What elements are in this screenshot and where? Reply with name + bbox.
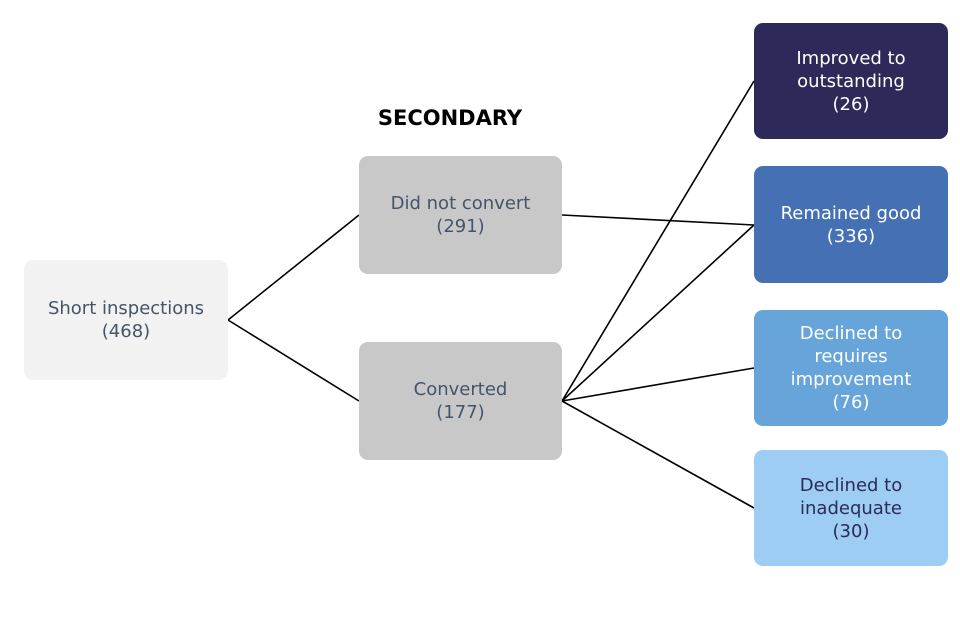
node-label-line-2: inadequate [800,497,902,519]
node-label: Short inspections [47,298,205,319]
node-improved-to-outstanding: Improved to outstanding (26) [754,23,948,139]
edge-did-not-convert-good [561,214,755,226]
edge-converted-inadequate [561,400,755,509]
node-count: (177) [436,402,485,423]
edge-root-did-not-convert [227,214,360,321]
node-count: (30) [832,520,870,542]
edge-converted-requires-improvement [561,367,755,402]
node-count: (336) [826,225,876,247]
node-count: (468) [101,321,151,342]
node-converted: Converted (177) [359,342,562,460]
node-label-line-3: improvement [790,369,912,390]
node-count: (76) [832,392,870,413]
node-label-line-2: requires [814,346,888,367]
node-label: Did not convert [390,193,531,214]
edge-converted-outstanding [561,80,755,402]
node-label: Remained good [780,202,922,224]
node-count: (26) [832,93,870,115]
diagram-title: SECONDARY [377,106,523,130]
node-remained-good: Remained good (336) [754,166,948,283]
node-label-line-1: Improved to [796,47,906,69]
node-label-line-1: Declined to [799,474,903,496]
node-label: Converted [413,379,508,400]
node-label-line-2: outstanding [797,70,905,92]
edge-root-converted [227,319,360,402]
node-label-line-1: Declined to [799,323,903,344]
node-declined-to-requires-improvement: Declined to requires improvement (76) [754,310,948,426]
node-short-inspections: Short inspections (468) [24,260,228,380]
edge-converted-good [561,224,755,402]
node-count: (291) [436,216,485,237]
node-did-not-convert: Did not convert (291) [359,156,562,274]
node-declined-to-inadequate: Declined to inadequate (30) [754,450,948,566]
